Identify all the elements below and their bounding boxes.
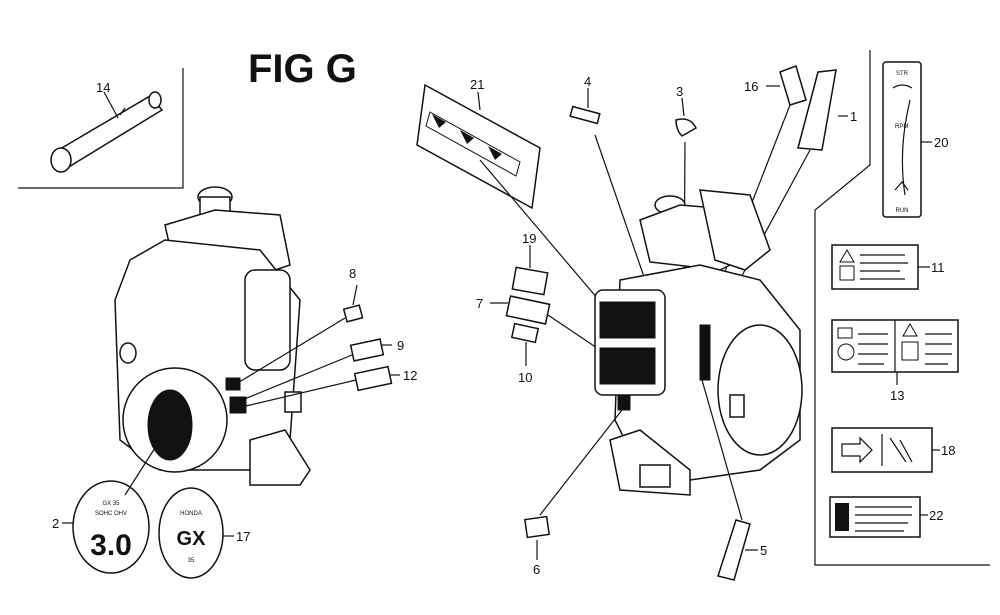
callout-2: 2: [52, 516, 59, 531]
engine-left: [114, 186, 311, 486]
part-2-badge: GX 35 SOHC OHV 3.0: [72, 480, 150, 574]
part-9-decal: [349, 338, 385, 362]
part-8-decal: [342, 304, 364, 323]
callout-17: 17: [236, 529, 250, 544]
part-19-decal: [511, 266, 549, 296]
callout-22: 22: [929, 508, 943, 523]
tool-box-frame: [18, 68, 184, 189]
leader-5b: [701, 379, 743, 521]
part-17-badge: HONDA GX 35: [158, 487, 224, 579]
part-1-decal: [797, 69, 837, 151]
leader-7b: [547, 314, 601, 351]
badge-17-line1: HONDA: [180, 511, 202, 517]
label-20-top: STR: [896, 71, 909, 77]
part-13-label: [831, 319, 959, 373]
part-12-decal: [353, 365, 393, 392]
part-11-label: [831, 244, 919, 290]
callout-20: 20: [934, 135, 948, 150]
leader-8: [352, 284, 358, 306]
leader-14: [103, 91, 119, 119]
callout-7: 7: [476, 296, 483, 311]
badge-2-line2: SOHC OHV: [95, 511, 127, 517]
callout-21: 21: [470, 77, 484, 92]
leader-12b: [245, 379, 357, 407]
callout-19: 19: [522, 231, 536, 246]
callout-5: 5: [760, 543, 767, 558]
callout-8: 8: [349, 266, 356, 281]
right-panel-frame: [814, 50, 990, 566]
part-20-label: STR RPM RUN: [882, 61, 922, 218]
part-4-decal: [569, 105, 601, 125]
leader-21: [477, 91, 481, 111]
callout-12: 12: [403, 368, 417, 383]
part-3-decal: [675, 118, 697, 137]
leader-6b: [539, 409, 623, 516]
figure-title: FIG G: [248, 47, 357, 91]
badge-2-line1: GX 35: [102, 501, 120, 507]
part-16-decal: [779, 65, 807, 106]
badge-2-line3: 3.0: [90, 529, 132, 562]
part-18-label: [831, 427, 933, 473]
callout-10: 10: [518, 370, 532, 385]
callout-1: 1: [850, 109, 857, 124]
callout-11: 11: [931, 260, 945, 275]
callout-4: 4: [584, 74, 591, 89]
label-20-bottom: RUN: [896, 208, 909, 214]
leader-3: [681, 97, 685, 117]
part-21-label: [416, 83, 541, 210]
label-20-mid: RPM: [895, 124, 908, 130]
badge-17-line2: GX: [177, 528, 207, 550]
callout-16: 16: [744, 79, 758, 94]
callout-6: 6: [533, 562, 540, 577]
engine-right: [594, 189, 803, 496]
leader-8b: [235, 317, 346, 385]
badge-17-line3: 35: [188, 558, 195, 564]
part-5-decal: [717, 519, 751, 581]
leader-4b: [594, 134, 653, 301]
part-22-label: [829, 496, 921, 538]
leader-2: [124, 439, 161, 496]
part-14-wrench: [50, 91, 164, 173]
part-6-decal: [524, 515, 550, 539]
callout-14: 14: [96, 80, 110, 95]
callout-13: 13: [890, 388, 904, 403]
part-7-decal: [505, 295, 551, 325]
leader-9b: [241, 354, 353, 401]
callout-9: 9: [397, 338, 404, 353]
callout-18: 18: [941, 443, 955, 458]
callout-3: 3: [676, 84, 683, 99]
part-10-decal: [510, 322, 540, 344]
